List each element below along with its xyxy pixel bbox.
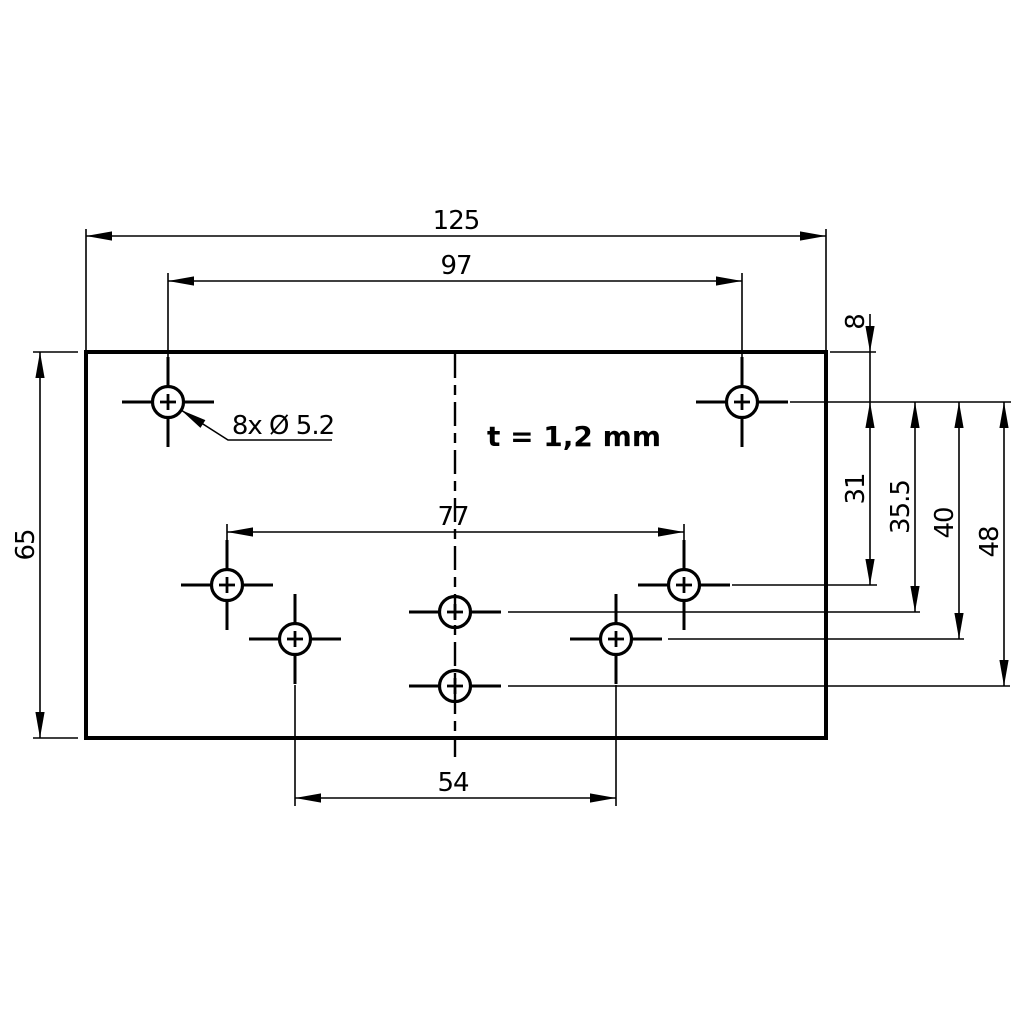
extension-lines	[33, 229, 1011, 806]
dim-top-edge-offset-label: 8	[841, 314, 871, 330]
dim-top-hole-span-label: 97	[440, 251, 471, 281]
hole-center-lower	[409, 668, 501, 704]
dim-overall-width-label: 125	[433, 206, 480, 236]
dim-center-lower-offset-label: 48	[975, 526, 1005, 557]
dim-overall-width-arrow-left	[86, 231, 112, 241]
dim-row3-span-arrow-right	[590, 793, 616, 803]
dim-center-lower-offset-arrow-top	[999, 402, 1009, 428]
hole-center-upper	[409, 594, 501, 630]
hole-top-left	[122, 357, 214, 447]
dim-top-hole-span: 97	[168, 251, 742, 286]
hole-row3-left	[249, 594, 341, 684]
hole-row3-right	[570, 594, 662, 684]
dim-row2-span-label: 77	[437, 502, 468, 532]
dim-row3-offset-arrow-bottom	[954, 613, 964, 639]
dim-row3-offset-label: 40	[930, 507, 960, 538]
dim-center-upper-offset-label: 35.5	[886, 480, 916, 534]
holes-callout: 8x Ø 5.2	[180, 409, 335, 441]
dim-overall-height-arrow-top	[35, 352, 45, 378]
dim-overall-height-arrow-bottom	[35, 712, 45, 738]
holes-callout-arrow	[181, 410, 206, 428]
hole-row2-left	[181, 540, 273, 630]
dim-row2-span-arrow-right	[658, 527, 684, 537]
dim-overall-width-arrow-right	[800, 231, 826, 241]
dim-row2-offset-arrow-top	[865, 402, 875, 428]
dim-row3-offset-arrow-top	[954, 402, 964, 428]
dim-row2-span-arrow-left	[227, 527, 253, 537]
hole-row2-right	[638, 540, 730, 630]
dim-top-hole-span-arrow-left	[168, 276, 194, 286]
hole-top-right	[696, 357, 788, 447]
dim-row2-offset-label: 31	[841, 473, 871, 504]
dim-top-hole-span-arrow-right	[716, 276, 742, 286]
dim-row3-offset: 40	[930, 402, 964, 639]
dim-top-edge-offset-arrow	[865, 326, 875, 352]
dim-center-lower-offset: 48	[975, 402, 1009, 686]
dim-overall-width: 125	[86, 206, 826, 241]
dim-row2-offset: 31	[841, 402, 875, 585]
dim-overall-height: 65	[11, 352, 45, 738]
dim-center-upper-offset-arrow-top	[910, 402, 920, 428]
dim-row3-span-arrow-left	[295, 793, 321, 803]
dim-top-edge-offset: 8	[841, 314, 875, 402]
dim-center-upper-offset-arrow-bottom	[910, 586, 920, 612]
holes-callout-label: 8x Ø 5.2	[232, 411, 334, 441]
dim-row3-span: 54	[295, 768, 616, 803]
dim-row2-offset-arrow-bottom	[865, 559, 875, 585]
dim-row2-span: 77	[227, 502, 684, 537]
dim-row3-span-label: 54	[437, 768, 469, 798]
dim-overall-height-label: 65	[11, 529, 41, 560]
dim-center-lower-offset-arrow-bottom	[999, 660, 1009, 686]
thickness-note: t = 1,2 mm	[487, 420, 661, 453]
dim-center-upper-offset: 35.5	[886, 402, 920, 612]
